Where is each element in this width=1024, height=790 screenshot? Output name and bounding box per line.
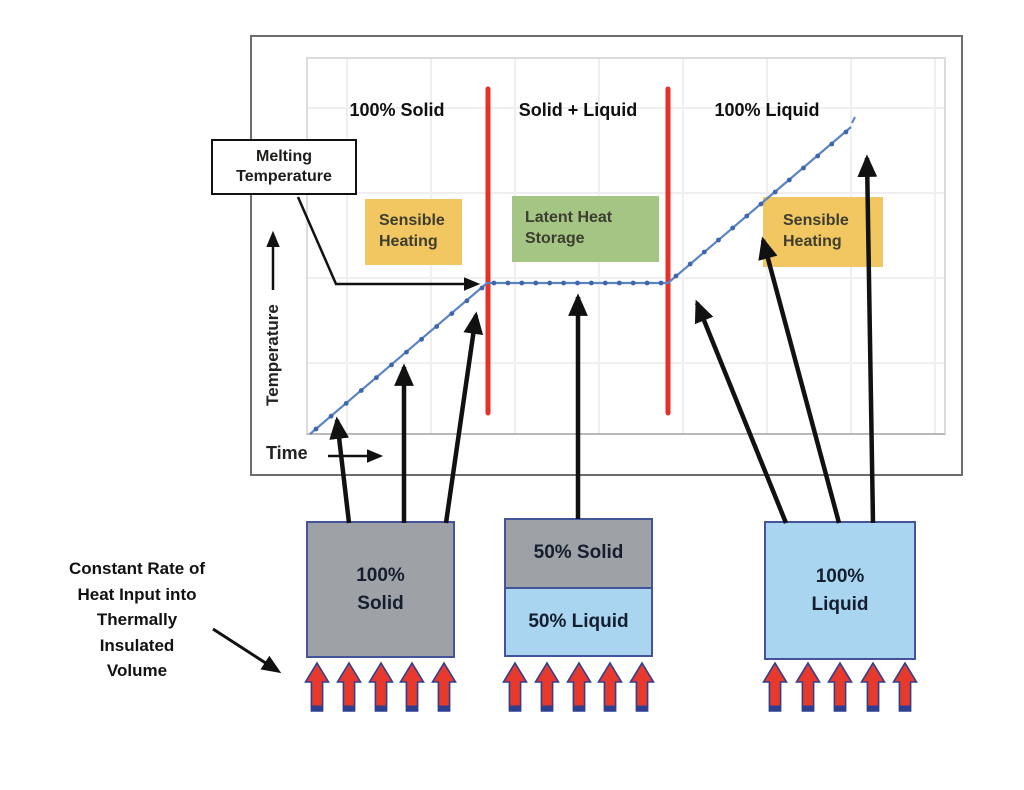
material-box-mixed: 50% Solid 50% Liquid [504,518,653,657]
material-label-solid-half: 50% Solid [533,542,624,564]
region-label-solid: 100% Solid [349,100,445,120]
heat-input-arrows-middle [502,662,655,712]
heat-input-arrows-left [304,662,457,712]
sensible-heating-box-left: Sensible Heating [365,199,462,265]
temperature-axis-label: Temperature [263,304,282,406]
time-axis-label: Time [266,443,308,463]
material-box-liquid: 100% Liquid [764,521,916,660]
material-label-solid: 100% Solid [356,564,405,614]
material-label-liquid-half: 50% Liquid [528,610,629,632]
material-layer-solid-half: 50% Solid [506,520,651,589]
material-label-liquid: 100% Liquid [811,565,869,615]
sensible-heating-box-right: Sensible Heating [763,197,883,267]
material-box-solid: 100% Solid [306,521,455,658]
melting-temperature-callout: Melting Temperature [211,139,357,195]
material-layer-liquid-half: 50% Liquid [506,588,651,655]
heat-input-arrows-right [762,662,918,712]
region-label-liquid: 100% Liquid [714,100,820,120]
heat-input-caption: Constant Rate of Heat Input into Thermal… [69,559,205,680]
region-label-solid-liquid: Solid + Liquid [518,100,638,120]
latent-heat-storage-box: Latent Heat Storage [512,196,659,262]
